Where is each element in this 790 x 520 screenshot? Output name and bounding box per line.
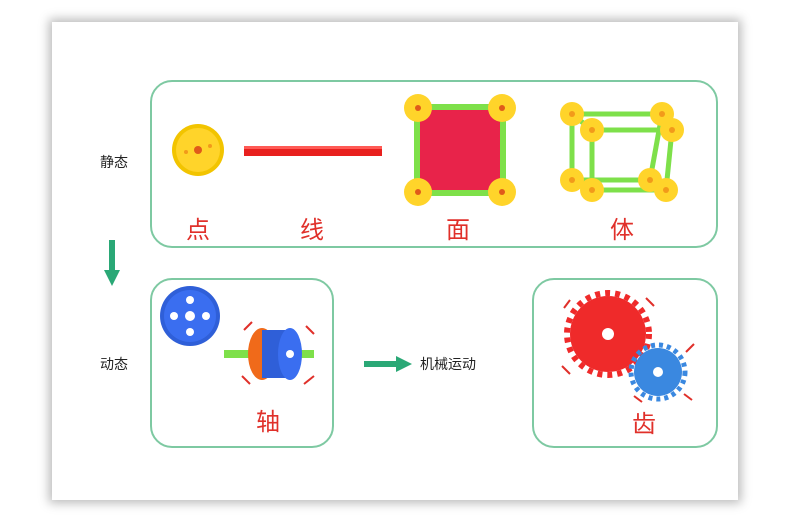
axle-panel: 轴 [150,278,334,448]
line-rod-icon [244,146,382,156]
static-item-point: 点 [186,216,210,244]
down-arrow-icon [104,240,120,286]
gear-panel: 齿 [532,278,718,448]
static-item-body: 体 [610,216,634,244]
diagram-sheet: 静态 [52,22,738,500]
face-square-icon [404,94,516,206]
static-item-line: 线 [300,216,324,244]
blue-wheel-icon [160,286,220,346]
gear-label: 齿 [632,410,656,438]
mechanical-motion-label: 机械运动 [420,357,476,373]
right-arrow-icon [364,356,412,372]
static-item-face: 面 [446,216,470,244]
body-cube-icon [560,102,684,202]
point-disc-icon [172,124,224,176]
dynamic-label: 动态 [100,357,128,373]
static-label: 静态 [100,155,128,171]
gear-pair-icon [561,290,695,403]
axle-assembly-icon [224,321,315,385]
static-panel: 点 线 面 体 [150,80,718,248]
axle-label: 轴 [256,408,280,436]
